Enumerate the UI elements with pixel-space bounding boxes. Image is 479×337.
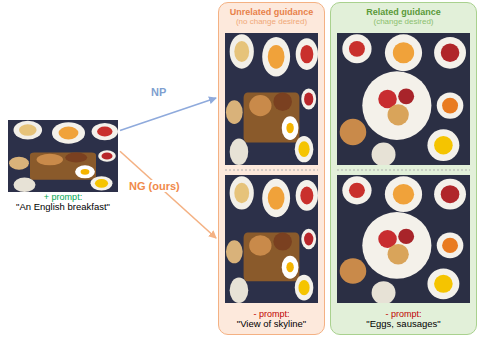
panel-subheading: (change desired): [373, 17, 433, 26]
food-photo: [225, 175, 318, 303]
prompt-tag: - prompt:: [253, 309, 289, 319]
food-photo: [225, 33, 318, 165]
prompt-tag: - prompt:: [385, 309, 421, 319]
panel-subheading: (no change desired): [236, 17, 307, 26]
food-photo: [8, 120, 118, 192]
prompt-text: "Eggs, sausages": [366, 319, 440, 330]
prompt-text: "View of skyline": [237, 319, 306, 330]
unrelated-guidance-panel: Unrelated guidance(no change desired) - p…: [218, 2, 325, 335]
food-photo-layer: [219, 3, 326, 336]
dashed-divider: [337, 170, 470, 171]
food-photo-layer: [331, 3, 478, 336]
panel-heading: Unrelated guidance: [230, 7, 314, 17]
food-photo: [337, 175, 470, 304]
related-guidance-panel: Related guidance(change desired) - prompt…: [330, 2, 477, 335]
prompt-tag: + prompt:: [44, 192, 82, 202]
guidance-arrow: [120, 151, 216, 238]
prompt-text: "An English breakfast": [16, 202, 110, 213]
dashed-divider: [225, 170, 318, 171]
guidance-arrow: [120, 98, 216, 130]
method-label: NP: [150, 86, 167, 98]
method-label: NG (ours): [128, 180, 181, 192]
source-image-node: + prompt:"An English breakfast": [4, 118, 122, 222]
panel-heading: Related guidance: [366, 7, 441, 17]
food-photo: [337, 33, 470, 166]
